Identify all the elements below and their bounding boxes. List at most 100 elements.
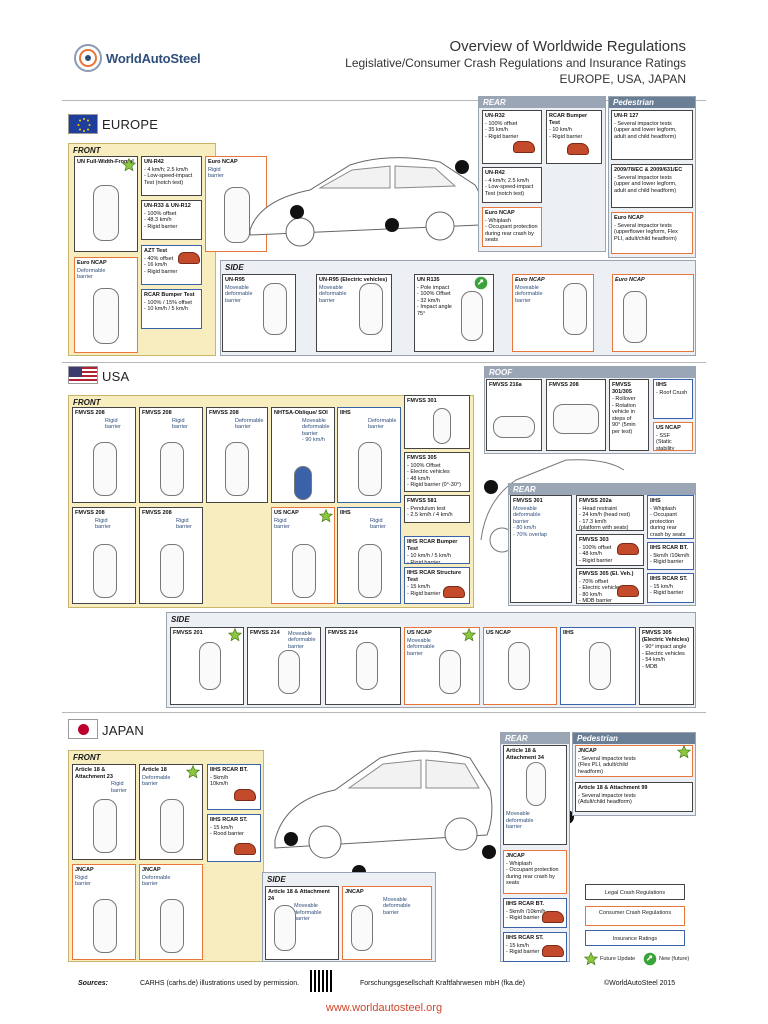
new-circle-icon xyxy=(474,276,488,290)
test-card: FMVSS 208 xyxy=(546,379,606,451)
source-carhs: CARHS (carhs.de) illustrations used by p… xyxy=(140,980,300,987)
test-card: IIHS RCAR BT.- 5km/h /10km/h - Rigid bar… xyxy=(503,898,567,928)
test-card: 2009/78/EC & 2009/631/EC- Several impact… xyxy=(611,164,693,208)
test-card: UN-R95 (Electric vehicles)Moveable defor… xyxy=(316,274,392,352)
car-topview xyxy=(93,288,119,344)
car-topview xyxy=(526,762,546,806)
car-side-icon xyxy=(513,141,535,153)
car-topview xyxy=(359,283,383,335)
car-topview xyxy=(274,905,296,951)
test-card: Euro NCAP xyxy=(612,274,694,352)
future-update-star-icon xyxy=(584,952,598,966)
new-star-icon xyxy=(186,765,200,779)
car-topview xyxy=(93,899,117,953)
website-link[interactable]: www.worldautosteel.org xyxy=(325,1002,443,1014)
test-card: FMVSS 305 (El. Veh.)- 70% offset - Elect… xyxy=(576,568,644,604)
car-topview xyxy=(493,416,535,438)
car-side-icon xyxy=(178,252,200,264)
test-card: FMVSS 305 (Electric Vehicles)- 90° impac… xyxy=(639,627,694,705)
qr-code-icon xyxy=(310,970,332,992)
new-star-icon xyxy=(462,628,476,642)
test-card: RCAR Bumper Test- 100% / 15% offset - 10… xyxy=(141,289,202,329)
test-card: FMVSS 305- 100% Offset - Electric vehicl… xyxy=(404,452,470,492)
test-card: FMVSS 581- Pendulum test - 2.5 km/h / 4 … xyxy=(404,495,470,523)
car-topview xyxy=(278,650,300,694)
test-card: IIHS RCAR ST.- 15 km/h - Rigid barrier xyxy=(503,932,567,962)
car-topview xyxy=(199,642,221,690)
test-card: Article 18 & Attachment 99- Several impa… xyxy=(575,782,693,812)
test-card: FMVSS 301/305- Rollover - Rotation vehic… xyxy=(609,379,649,451)
section-title: Pedestrian xyxy=(609,97,695,108)
section-title: REAR xyxy=(509,484,695,495)
car-topview xyxy=(439,650,461,694)
car-topview xyxy=(563,283,587,335)
test-card: IIHS RCAR BT.- 5km/h /10km/h - Rigid bar… xyxy=(647,542,694,570)
test-card: IIHS RCAR Structure Test- 15 km/h - Rigi… xyxy=(404,567,470,604)
new-circle-icon xyxy=(643,952,657,966)
logo: WorldAutoSteel xyxy=(72,42,212,76)
globe-icon xyxy=(74,44,102,72)
test-card: FMVSS 214 xyxy=(325,627,401,705)
car-topview xyxy=(623,291,647,343)
car-side-icon xyxy=(542,911,564,923)
test-card: FMVSS 201 xyxy=(170,627,244,705)
new-star-icon xyxy=(319,509,333,523)
car-side-icon xyxy=(617,543,639,555)
divider xyxy=(62,712,706,713)
test-card: IIHS- Whiplash - Occupant protection dur… xyxy=(647,495,694,539)
car-topview xyxy=(461,291,483,341)
car-illustration xyxy=(274,750,493,859)
test-card: Euro NCAP- Several impactor tests (upper… xyxy=(611,212,693,254)
test-card: US NCAP- SSF (Static stability factor) xyxy=(653,422,693,451)
test-card: Euro NCAP- Whiplash - Occupant protectio… xyxy=(482,207,542,247)
test-card: UN-R 127- Several impactor tests (upper … xyxy=(611,110,693,160)
car-topview xyxy=(160,799,184,853)
test-card: JNCAP- Several impactor tests (Flex PLI,… xyxy=(575,745,693,777)
page-subtitle: Legislative/Consumer Crash Regulations a… xyxy=(345,56,686,70)
section-title: REAR xyxy=(501,733,569,744)
test-card: AZT Test- 40% offset - 16 km/h - Rigid b… xyxy=(141,245,202,285)
test-card: IIHS RCAR Bumper Test- 10 km/h / 5 km/h … xyxy=(404,536,470,564)
car-topview xyxy=(589,642,611,690)
section-title: FRONT xyxy=(73,398,101,407)
car-topview xyxy=(292,544,316,598)
car-topview xyxy=(93,185,119,241)
legend-insurance: Insurance Ratings xyxy=(585,930,685,946)
impact-point xyxy=(484,480,498,494)
car-illustration xyxy=(249,157,483,247)
car-topview xyxy=(358,544,382,598)
car-topview xyxy=(93,799,117,853)
copyright: ©WorldAutoSteel 2015 xyxy=(604,980,676,987)
japan-flag-icon xyxy=(68,719,98,739)
test-card: US NCAP xyxy=(483,627,557,705)
car-topview xyxy=(294,466,312,500)
region-label-japan: JAPAN xyxy=(102,723,144,738)
sources-label: Sources: xyxy=(78,980,108,987)
impact-point xyxy=(455,160,469,174)
section-title: SIDE xyxy=(225,263,244,272)
test-card: RCAR Bumper Test- 10 km/h - Rigid barrie… xyxy=(546,110,602,164)
car-topview xyxy=(93,442,117,496)
car-topview xyxy=(351,905,373,951)
car-side-icon xyxy=(567,143,589,155)
section-title: FRONT xyxy=(73,146,101,155)
test-card: UN-R32- 100% offset - 35 km/h - Rigid ba… xyxy=(482,110,542,164)
test-card: IIHS RCAR BT.- 5km/h 10km/h xyxy=(207,764,261,810)
new-star-icon xyxy=(122,158,136,172)
car-topview xyxy=(160,544,184,598)
